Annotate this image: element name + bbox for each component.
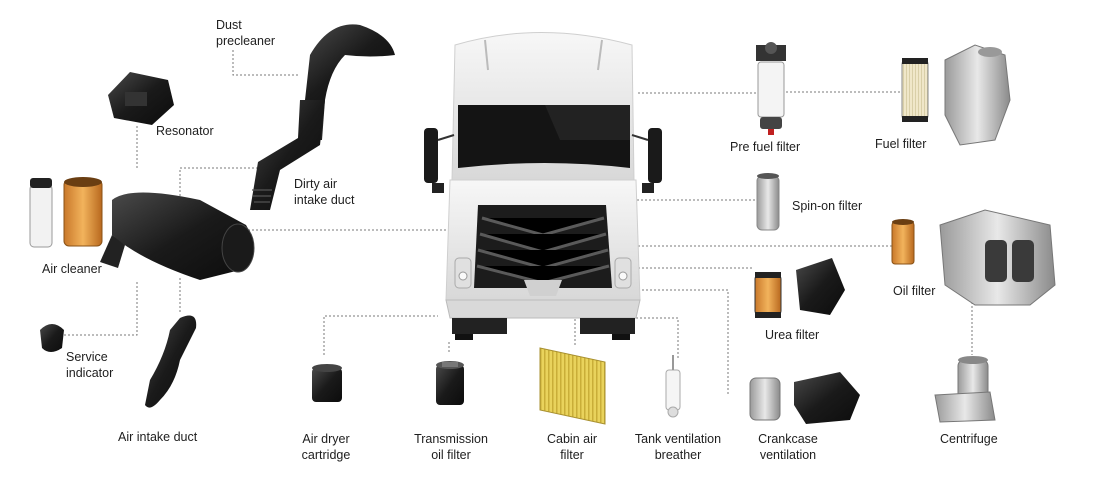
label-urea-filter: Urea filter	[765, 328, 820, 342]
label-cabin-air-filter: Cabin air filter	[546, 432, 598, 462]
label-centrifuge: Centrifuge	[940, 432, 998, 446]
label-pre-fuel-filter: Pre fuel filter	[730, 140, 801, 154]
leader-dust-precleaner	[232, 50, 300, 76]
pre-fuel-filter-image	[756, 42, 786, 135]
air-dryer-cartridge-image	[312, 364, 342, 402]
urea-filter-image	[754, 258, 845, 318]
leader-air-dryer	[323, 315, 438, 355]
label-air-intake-duct: Air intake duct	[118, 430, 198, 444]
service-indicator-image	[40, 324, 64, 352]
spin-on-filter-image	[756, 173, 780, 231]
tank-ventilation-breather-image	[665, 355, 681, 418]
label-air-dryer-cartridge: Air dryer cartridge	[301, 432, 351, 462]
air-cleaner-image	[29, 177, 255, 280]
label-dust-precleaner: Dust precleaner	[216, 18, 276, 48]
centrifuge-image	[934, 356, 996, 423]
cabin-air-filter-image	[539, 347, 606, 425]
oil-filter-image	[891, 209, 1056, 306]
label-crankcase-ventilation: Crankcase ventilation	[758, 432, 818, 462]
label-transmission-oil-filter: Transmission oil filter	[414, 432, 488, 462]
leader-service-indicator	[60, 280, 138, 336]
crankcase-ventilation-image	[749, 372, 860, 424]
fuel-filter-image	[901, 44, 1011, 146]
transmission-oil-filter-image	[436, 361, 464, 405]
resonator-image	[108, 72, 174, 125]
dirty-air-intake-duct-image	[250, 100, 325, 210]
label-oil-filter: Oil filter	[893, 284, 936, 298]
truck-illustration	[424, 32, 662, 340]
label-air-cleaner: Air cleaner	[42, 262, 102, 276]
leader-crankcase	[622, 289, 729, 395]
label-dirty-air-intake-duct: Dirty air intake duct	[294, 177, 355, 207]
air-intake-duct-image	[145, 315, 197, 408]
label-resonator: Resonator	[156, 124, 214, 138]
label-service-indicator: Service indicator	[66, 350, 114, 380]
label-spin-on-filter: Spin-on filter	[792, 199, 863, 213]
label-fuel-filter: Fuel filter	[875, 137, 927, 151]
label-tank-ventilation-breather: Tank ventilation breather	[634, 432, 722, 462]
